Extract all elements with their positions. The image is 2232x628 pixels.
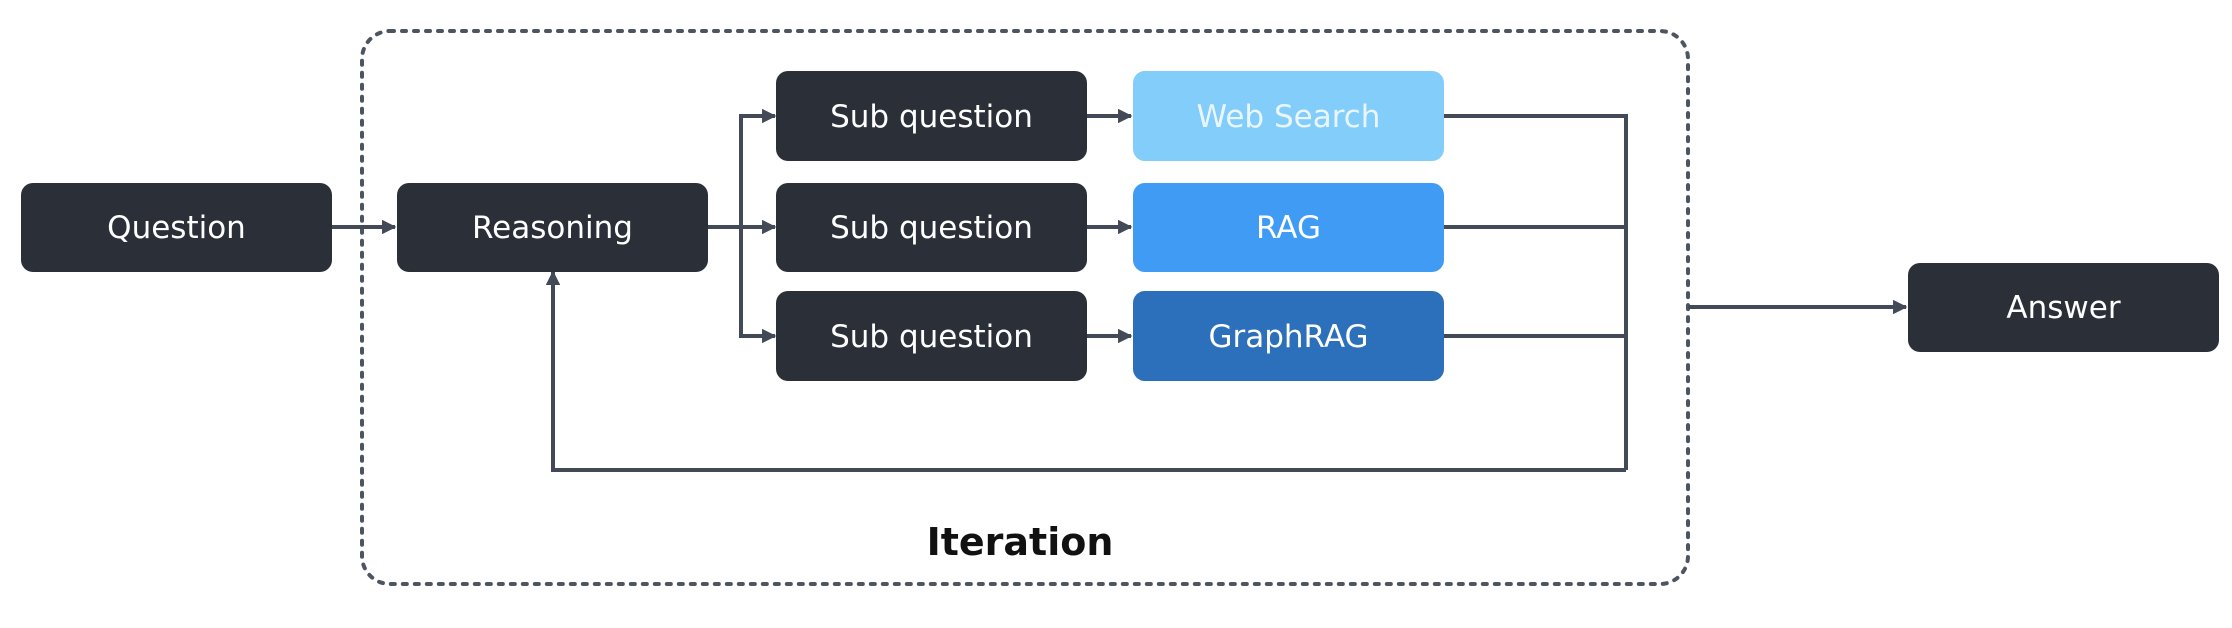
web-search-node: Web Search [1133, 71, 1444, 161]
sub-question-node-2-box [776, 183, 1087, 272]
rag-node: RAG [1133, 183, 1444, 272]
iteration-label: Iteration [927, 520, 1114, 564]
graphrag-node-label: GraphRAG [1208, 319, 1368, 355]
answer-node: Answer [1908, 263, 2219, 352]
question-node-box [21, 183, 332, 272]
sub-question-node-1-box [776, 71, 1087, 161]
sub-question-node-1: Sub question [776, 71, 1087, 161]
edge-reasoning-to-sub-question-1 [739, 108, 777, 227]
web-search-node-label: Web Search [1197, 99, 1381, 135]
web-search-node-box [1133, 71, 1444, 161]
reasoning-node-label: Reasoning [472, 210, 633, 246]
rag-node-box [1133, 183, 1444, 272]
reasoning-node-box [397, 183, 708, 272]
sub-question-node-2: Sub question [776, 183, 1087, 272]
edge-reasoning-to-sub-question-3 [739, 227, 777, 344]
sub-question-node-3: Sub question [776, 291, 1087, 381]
answer-node-box [1908, 263, 2219, 352]
edge-feedback-to-reasoning [545, 270, 1626, 472]
graphrag-node-box [1133, 291, 1444, 381]
rag-node-label: RAG [1256, 210, 1321, 246]
edge-web-search-to-collector [1444, 114, 1628, 470]
sub-question-node-1-label: Sub question [830, 99, 1033, 135]
question-node-label: Question [107, 210, 246, 246]
sub-question-node-2-label: Sub question [830, 210, 1033, 246]
graphrag-node: GraphRAG [1133, 291, 1444, 381]
diagram-edges [332, 108, 1908, 472]
sub-question-node-3-box [776, 291, 1087, 381]
reasoning-node: Reasoning [397, 183, 708, 272]
answer-node-label: Answer [2006, 290, 2120, 326]
sub-question-node-3-label: Sub question [830, 319, 1033, 355]
question-node: Question [21, 183, 332, 272]
